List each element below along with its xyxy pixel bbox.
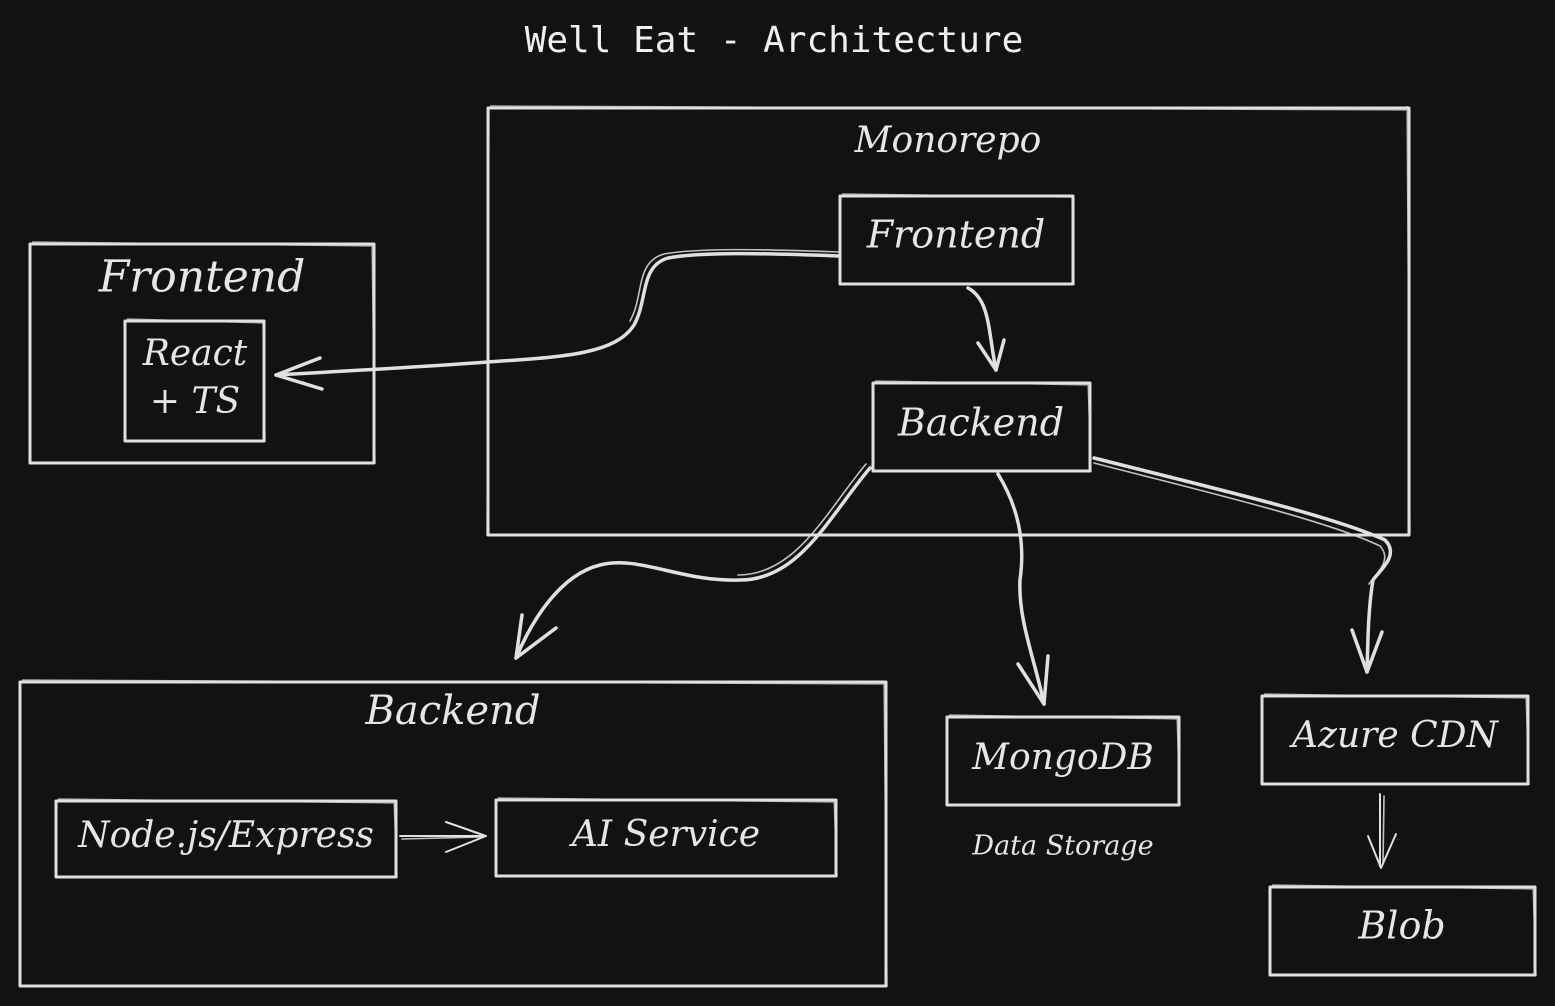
monorepo-frontend-node[interactable]: Frontend [838,193,1075,286]
arrow-backend-to-azure [1092,456,1393,674]
monorepo-frontend-label: Frontend [866,213,1045,257]
react-ts-node[interactable]: React + TS [123,318,266,443]
backend-group[interactable]: Backend [18,679,888,988]
monorepo-backend-node[interactable]: Backend [871,380,1092,473]
frontend-group[interactable]: Frontend [28,241,376,465]
monorepo-backend-label: Backend [897,401,1064,445]
node-express-node[interactable]: Node.js/Express [54,798,398,879]
ai-service-label: AI Service [569,814,760,855]
backend-group-label: Backend [365,688,541,734]
arrow-node-to-ai [399,821,487,853]
arrow-azure-to-blob [1367,793,1397,869]
ts-label: + TS [150,381,240,422]
react-label: React [142,333,248,374]
arrow-backend-to-backend-group [514,463,872,660]
ai-service-node[interactable]: AI Service [494,797,838,878]
monorepo-label: Monorepo [854,120,1042,161]
blob-node[interactable]: Blob [1268,884,1537,977]
mongodb-label: MongoDB [971,737,1154,778]
monorepo-container[interactable]: Monorepo [486,105,1411,537]
frontend-group-label: Frontend [98,252,306,303]
node-express-label: Node.js/Express [77,815,374,856]
azure-cdn-node[interactable]: Azure CDN [1260,693,1530,786]
diagram-title: Well Eat - Architecture [525,20,1024,61]
blob-label: Blob [1357,904,1445,948]
mongodb-caption: Data Storage [971,831,1153,862]
azure-cdn-label: Azure CDN [1289,715,1500,756]
arrow-frontend-to-react [274,248,840,391]
arrow-frontend-to-backend [966,286,1006,372]
mongodb-node[interactable]: MongoDB [945,714,1181,807]
arrow-backend-to-mongodb [996,472,1050,706]
